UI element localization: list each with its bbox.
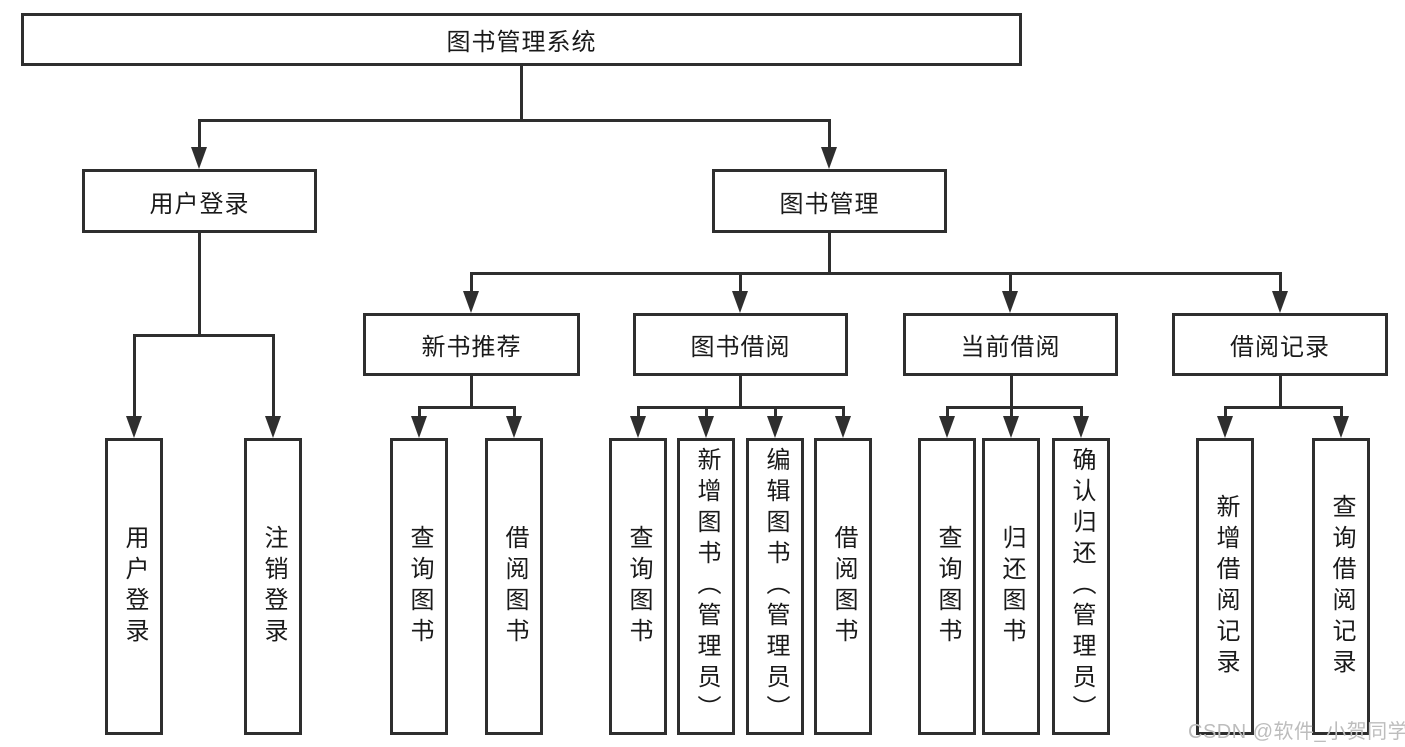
connector-line — [197, 118, 831, 122]
connector-line — [773, 405, 777, 419]
arrow-down-icon — [732, 291, 748, 313]
leaf-borrow-books-2: 借阅图书 — [814, 438, 872, 735]
node-label: 用户登录 — [121, 524, 148, 649]
leaf-query-books-3: 查询图书 — [918, 438, 976, 735]
leaf-user-login: 用户登录 — [105, 438, 163, 735]
node-label: 归还图书 — [998, 524, 1025, 649]
node-borrow-record: 借阅记录 — [1172, 313, 1388, 376]
arrow-down-icon — [191, 147, 207, 169]
node-label: 图书管理系统 — [446, 29, 597, 56]
arrow-down-icon — [411, 416, 427, 438]
connector-line — [1079, 405, 1083, 419]
connector-line — [469, 271, 473, 294]
connector-line — [512, 405, 516, 419]
connector-line — [945, 405, 1083, 409]
connector-line — [197, 118, 201, 150]
connector-line — [417, 405, 421, 419]
connector-line — [738, 376, 742, 407]
node-book-borrow: 图书借阅 — [633, 313, 848, 376]
node-label: 图书管理 — [779, 190, 880, 218]
node-label: 借阅图书 — [501, 524, 528, 649]
leaf-edit-book-admin: 编辑图书（管理员） — [746, 438, 804, 735]
connector-line — [132, 333, 136, 419]
connector-line — [827, 118, 831, 150]
connector-line — [945, 405, 949, 419]
connector-line — [841, 405, 845, 419]
connector-line — [469, 271, 1282, 275]
arrow-down-icon — [1333, 416, 1349, 438]
leaf-add-borrow-record: 新增借阅记录 — [1196, 438, 1254, 735]
node-label: 查询图书 — [934, 524, 961, 649]
connector-line — [197, 233, 201, 337]
arrow-down-icon — [939, 416, 955, 438]
connector-line — [1008, 271, 1012, 294]
node-label: 新增图书（管理员） — [693, 447, 720, 726]
leaf-borrow-books: 借阅图书 — [485, 438, 543, 735]
connector-line — [1009, 405, 1013, 419]
watermark: CSDN @软件_小贺同学 — [1188, 721, 1405, 743]
connector-line — [827, 233, 831, 275]
node-new-book-recommend: 新书推荐 — [363, 313, 580, 376]
arrow-down-icon — [265, 416, 281, 438]
node-label: 查询借阅记录 — [1328, 493, 1355, 680]
arrow-down-icon — [463, 291, 479, 313]
connector-line — [1339, 405, 1343, 419]
connector-line — [738, 271, 742, 294]
leaf-query-books-2: 查询图书 — [609, 438, 667, 735]
node-label: 新书推荐 — [421, 334, 522, 361]
node-label: 借阅记录 — [1230, 334, 1330, 361]
arrow-down-icon — [698, 416, 714, 438]
connector-line — [132, 333, 275, 337]
leaf-add-book-admin: 新增图书（管理员） — [677, 438, 735, 735]
node-root: 图书管理系统 — [21, 13, 1022, 66]
connector-line — [417, 405, 516, 409]
connector-line — [1278, 376, 1282, 407]
connector-line — [469, 376, 473, 407]
connector-line — [1278, 271, 1282, 294]
node-user-login: 用户登录 — [82, 169, 317, 233]
arrow-down-icon — [1003, 416, 1019, 438]
node-label: 查询图书 — [406, 524, 433, 649]
node-label: 图书借阅 — [690, 334, 791, 361]
connector-line — [636, 405, 640, 419]
node-label: 新增借阅记录 — [1212, 493, 1239, 680]
connector-line — [519, 66, 523, 120]
connector-line — [1223, 405, 1343, 409]
arrow-down-icon — [1073, 416, 1089, 438]
connector-line — [1009, 376, 1013, 407]
leaf-return-book: 归还图书 — [982, 438, 1040, 735]
leaf-confirm-return-admin: 确认归还（管理员） — [1052, 438, 1110, 735]
arrow-down-icon — [821, 147, 837, 169]
connector-line — [704, 405, 708, 419]
arrow-down-icon — [506, 416, 522, 438]
node-label: 查询图书 — [625, 524, 652, 649]
arrow-down-icon — [126, 416, 142, 438]
connector-line — [636, 405, 845, 409]
leaf-query-books: 查询图书 — [390, 438, 448, 735]
node-label: 确认归还（管理员） — [1068, 447, 1095, 726]
connector-line — [271, 333, 275, 419]
node-label: 用户登录 — [149, 190, 250, 218]
arrow-down-icon — [1217, 416, 1233, 438]
arrow-down-icon — [1002, 291, 1018, 313]
leaf-logout: 注销登录 — [244, 438, 302, 735]
arrow-down-icon — [835, 416, 851, 438]
node-current-borrow: 当前借阅 — [903, 313, 1118, 376]
leaf-query-borrow-record: 查询借阅记录 — [1312, 438, 1370, 735]
connector-line — [1223, 405, 1227, 419]
arrow-down-icon — [1272, 291, 1288, 313]
node-label: 编辑图书（管理员） — [762, 447, 789, 726]
node-label: 注销登录 — [260, 524, 287, 649]
node-label: 当前借阅 — [960, 334, 1061, 361]
node-book-management: 图书管理 — [712, 169, 947, 233]
node-label: 借阅图书 — [830, 524, 857, 649]
arrow-down-icon — [767, 416, 783, 438]
arrow-down-icon — [630, 416, 646, 438]
